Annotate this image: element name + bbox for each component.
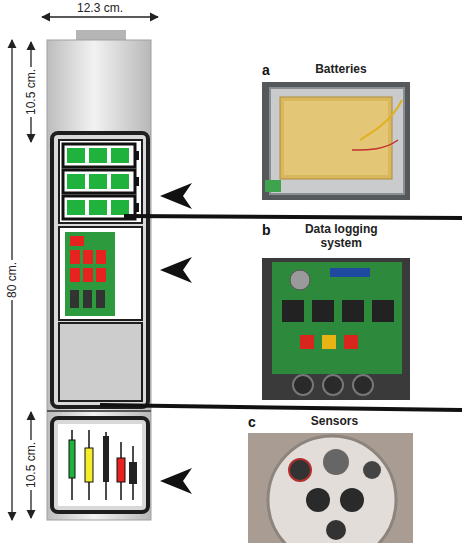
photo-panel: b Data logging system (262, 222, 412, 402)
sensor-window (52, 418, 148, 512)
panel-letter: c (248, 414, 256, 430)
battery-photo (262, 82, 410, 200)
panel-heading: c Sensors (248, 414, 413, 430)
panel-heading: b Data logging system (262, 222, 412, 250)
sensor-icons (69, 430, 137, 500)
panel-title: Sensors (269, 414, 399, 428)
panel-title: Batteries (281, 62, 401, 76)
dimension-label: 10.5 cm. (24, 67, 38, 117)
dimension-label: 10.5 cm. (24, 440, 38, 490)
panel-title: Data logging system (293, 222, 389, 250)
panel-letter: b (262, 222, 271, 238)
pcb-photo (262, 258, 410, 400)
panel-letter: a (262, 62, 270, 78)
dimension-lines (12, 17, 158, 520)
photo-panel: c Sensors (248, 414, 413, 543)
panel-heading: a Batteries (262, 62, 412, 78)
battery-icons (63, 144, 139, 219)
tube-body (47, 30, 151, 520)
compartment-window (52, 133, 148, 407)
sensor-photo (248, 433, 413, 543)
photo-panel: a Batteries (262, 62, 412, 202)
dimension-label: 80 cm. (5, 260, 19, 300)
pcb-icon (65, 232, 115, 316)
dimension-label: 12.3 cm. (75, 1, 125, 15)
